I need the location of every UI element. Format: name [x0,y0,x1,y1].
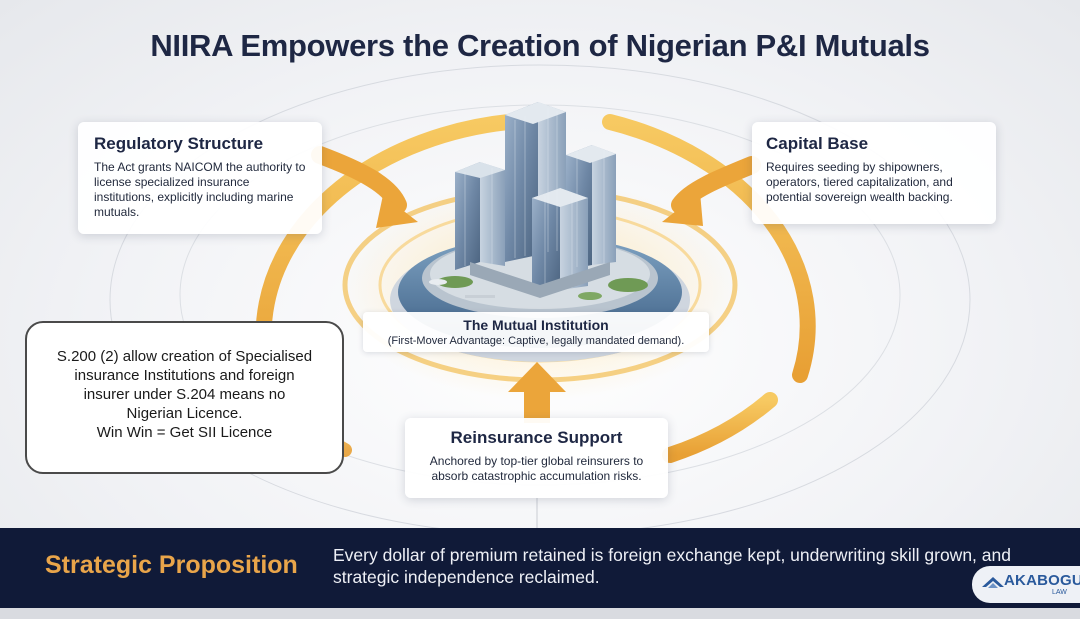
strategic-proposition-text: Every dollar of premium retained is fore… [333,545,1011,587]
note-line: insurer under S.204 means no [83,386,286,403]
capital-base-card: Capital Base Requires seeding by shipown… [752,122,996,224]
logo-brand-text: AKABOGU [1004,572,1080,589]
mutual-institution-label: The Mutual Institution (First-Mover Adva… [363,312,709,352]
regulatory-structure-heading: Regulatory Structure [94,134,264,153]
note-line: Win Win = Get SII Licence [96,424,273,441]
bottom-strip [0,608,1080,619]
akabogu-logo: AKABOGU LAW [972,566,1080,603]
page-title: NIIRA Empowers the Creation of Nigerian … [150,28,930,63]
note-line: S.200 (2) allow creation of Specialised [56,348,313,365]
reinsurance-support-heading: Reinsurance Support [450,428,623,447]
strategic-proposition-band [0,528,1080,608]
strategic-proposition-title: Strategic Proposition [45,551,298,579]
roof-chevron-icon [982,577,1004,588]
note-line: Nigerian Licence. [126,405,243,422]
logo-sub-text: LAW [1052,589,1067,596]
reinsurance-support-card: Reinsurance Support Anchored by top-tier… [405,418,668,498]
note-line: insurance Institutions and foreign [74,367,295,384]
mutual-institution-title: The Mutual Institution [463,317,609,333]
regulatory-structure-card: Regulatory Structure The Act grants NAIC… [78,122,322,234]
capital-base-text: Requires seeding by shipowners, operator… [766,160,953,204]
reinsurance-support-text: Anchored by top-tier global reinsurers t… [429,454,644,483]
annotation-note-box: S.200 (2) allow creation of Specialised … [25,321,344,474]
capital-base-heading: Capital Base [766,134,869,153]
mutual-institution-subtitle: (First-Mover Advantage: Captive, legally… [387,335,685,347]
regulatory-structure-text: The Act grants NAICOM the authority to l… [94,160,306,219]
